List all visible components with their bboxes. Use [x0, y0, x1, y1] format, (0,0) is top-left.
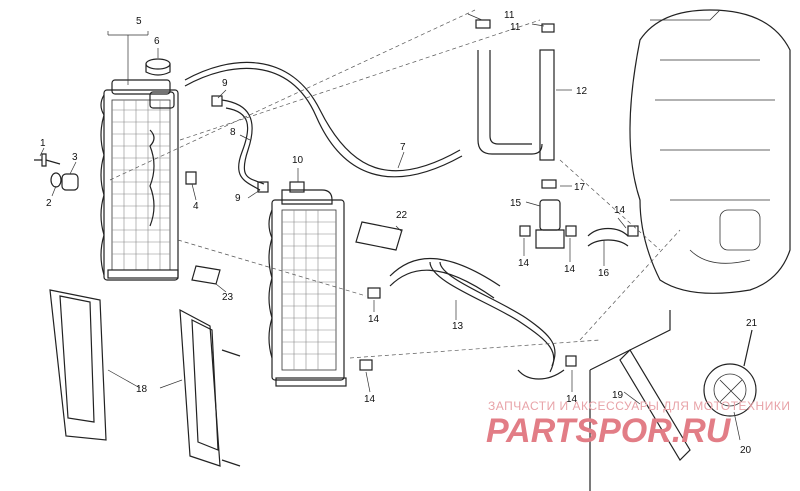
callout-label: 22	[396, 210, 408, 221]
callout-label: 1	[40, 138, 46, 149]
left-radiator	[100, 79, 179, 281]
callout-label: 16	[598, 268, 610, 279]
radiator-shrouds	[49, 289, 241, 467]
callout-label: 9	[222, 78, 228, 89]
callout-label: 14	[564, 264, 576, 275]
watermark-tagline: ЗАПЧАСТИ И АКСЕССУАРЫ ДЛЯ МОТОТЕХНИКИ	[488, 399, 790, 413]
callout-label: 14	[364, 394, 376, 405]
callout-label: 18	[136, 384, 148, 395]
overflow-hose	[184, 61, 463, 178]
callout-label: 8	[230, 127, 236, 138]
callout-label: 12	[576, 86, 588, 97]
callout-label: 9	[235, 193, 241, 204]
watermark: ЗАПЧАСТИ И АКСЕССУАРЫ ДЛЯ МОТОТЕХНИКИ PA…	[486, 399, 790, 450]
foam-pad	[191, 221, 403, 285]
fan-inset	[589, 310, 757, 491]
callout-label: 14	[518, 258, 530, 269]
callout-label: 14	[614, 205, 626, 216]
callout-label: 19	[612, 390, 624, 401]
small-hose	[211, 95, 269, 193]
callout-labels: 1 2 3 4 5 6 7 8 9 9 10 11 11 12 13 14 14…	[40, 10, 758, 456]
reference-lines	[109, 9, 681, 359]
callout-label: 20	[740, 445, 752, 456]
callout-label: 6	[154, 36, 160, 47]
callout-label: 17	[574, 182, 586, 193]
right-radiator	[268, 181, 347, 387]
watermark-logo: PARTSPOR.RU	[486, 412, 732, 450]
engine-outline	[629, 9, 791, 294]
leader-lines	[39, 13, 741, 441]
radiator-cap	[145, 58, 175, 109]
thermostat	[519, 199, 639, 249]
lower-hose	[359, 257, 577, 380]
callout-label: 14	[566, 394, 578, 405]
callout-label: 13	[452, 321, 464, 332]
callout-label: 7	[400, 142, 406, 153]
callout-label: 4	[193, 201, 199, 212]
callout-label: 2	[46, 198, 52, 209]
upper-hoses	[475, 19, 557, 189]
bolt-washer-grommet	[34, 153, 197, 191]
callout-label: 11	[510, 22, 521, 33]
callout-label: 21	[746, 318, 758, 329]
callout-label: 10	[292, 155, 304, 166]
callout-label: 23	[222, 292, 234, 303]
callout-label: 15	[510, 198, 522, 209]
callout-label: 11	[504, 10, 515, 21]
callout-label: 3	[72, 152, 78, 163]
callout-label: 14	[368, 314, 380, 325]
callout-label: 5	[136, 16, 142, 27]
